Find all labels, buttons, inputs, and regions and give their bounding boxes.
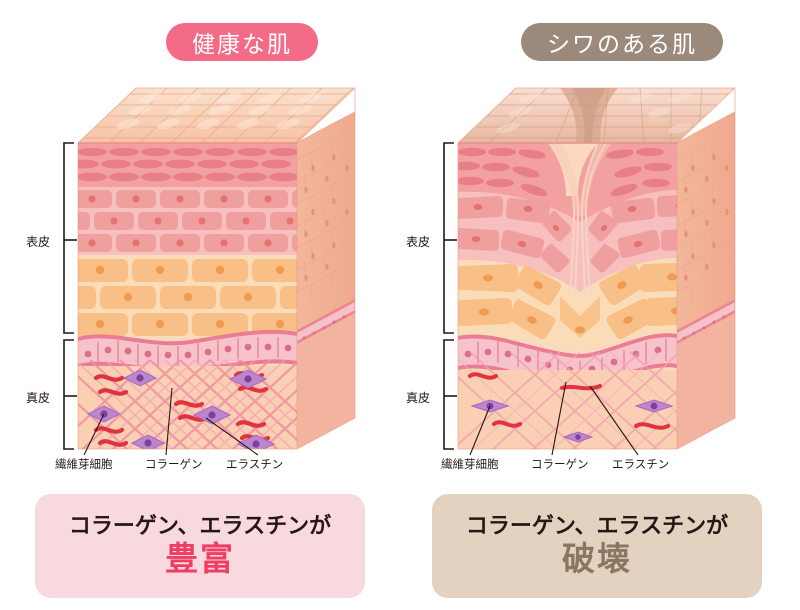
callout-fibroblast-right: 繊維芽細胞 [441, 457, 499, 471]
callout-collagen-right: コラーゲン [531, 457, 589, 471]
callout-leader-lines [83, 381, 639, 456]
collagen-fibers-degraded [458, 351, 677, 449]
fibroblast-cells-degraded [470, 399, 674, 443]
callout-elastin-right: エラスチン [612, 457, 670, 471]
granular-cells [78, 190, 297, 252]
healthy-skin-block [77, 87, 356, 450]
healthy-top-surface [78, 88, 355, 143]
wrinkled-side-face [677, 112, 735, 449]
wrinkled-top-surface [458, 88, 735, 143]
axis-label-epidermis-left: 表皮 [26, 235, 51, 249]
caption-wrinkled-line2: 破壊 [562, 538, 632, 578]
corneum-cells-wrinkled [458, 147, 672, 197]
callout-elastin-left: エラスチン [226, 457, 284, 471]
measurement-brackets [63, 142, 457, 450]
healthy-dermis [78, 359, 297, 449]
caption-panel-wrinkled: コラーゲン、エラスチンが 破壊 [432, 494, 762, 598]
wrinkled-dermis [458, 351, 677, 449]
caption-healthy-line1: コラーゲン、エラスチンが [68, 513, 332, 539]
panel-title-healthy: 健康な肌 [166, 23, 318, 61]
axis-label-dermis-right: 真皮 [406, 391, 431, 405]
callout-fibroblast-left: 繊維芽細胞 [55, 457, 113, 471]
healthy-side-face [297, 112, 355, 449]
spinous-cells [78, 259, 297, 336]
fibroblast-cells [86, 369, 276, 449]
wrinkled-front-face [458, 143, 677, 449]
callout-collagen-left: コラーゲン [145, 457, 203, 471]
collagen-fibers [78, 359, 297, 449]
corneum-cells [78, 147, 297, 182]
axis-label-epidermis-right: 表皮 [406, 235, 431, 249]
caption-panel-healthy: コラーゲン、エラスチンが 豊富 [35, 494, 365, 598]
panel-title-wrinkled: シワのある肌 [521, 23, 723, 61]
granular-cells-wrinkled [458, 194, 677, 273]
wrinkled-skin-block [457, 87, 736, 450]
caption-wrinkled-line1: コラーゲン、エラスチンが [465, 513, 729, 539]
caption-healthy-line2: 豊富 [165, 538, 235, 578]
axis-label-dermis-left: 真皮 [26, 391, 51, 405]
spinous-cells-wrinkled [458, 262, 677, 340]
